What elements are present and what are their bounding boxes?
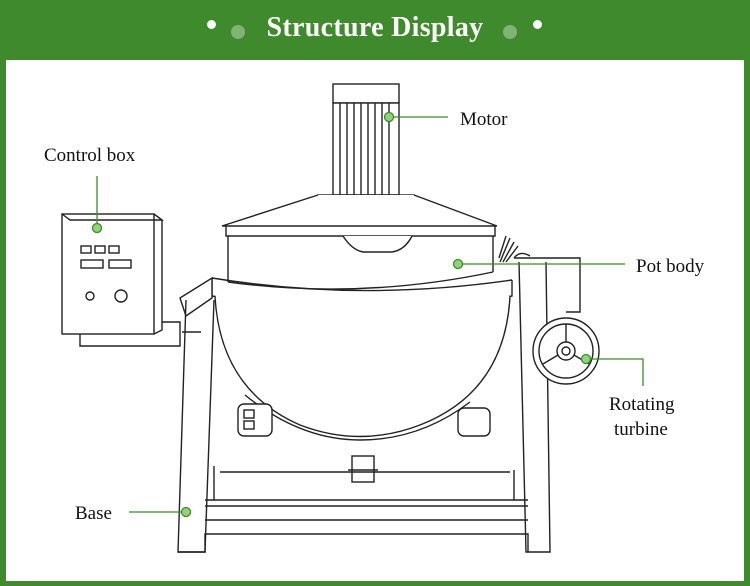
- base-marker: [180, 506, 192, 518]
- page-title: Structure Display: [266, 12, 484, 43]
- control-box-marker: [91, 222, 103, 234]
- motor-marker: [383, 111, 395, 123]
- rotating-turbine-label-line2: turbine: [614, 419, 668, 440]
- turbine-leader: [586, 358, 644, 386]
- decor-dot-left-2: [231, 25, 245, 39]
- pot-body-label: Pot body: [636, 256, 705, 277]
- rotating-turbine-label-line1: Rotating: [609, 394, 675, 415]
- decor-dot-right-1: [503, 25, 517, 39]
- leader-lines: [96, 116, 644, 513]
- handwheel-part: [532, 317, 600, 385]
- lid-part: [221, 194, 498, 282]
- turbine-marker: [580, 353, 592, 365]
- pot-body-marker: [452, 258, 464, 270]
- control-box-label: Control box: [44, 145, 136, 166]
- decor-dot-left-1: [207, 20, 216, 29]
- base-label: Base: [75, 503, 112, 524]
- motor-label: Motor: [460, 109, 508, 130]
- header-banner: Structure Display: [0, 0, 750, 60]
- pot-body-part: [211, 271, 513, 483]
- stirrer-detail: [498, 235, 519, 263]
- decor-dot-right-2: [533, 20, 542, 29]
- control-box-part: [61, 213, 181, 347]
- frame-part: [177, 252, 581, 553]
- markers: [91, 111, 592, 518]
